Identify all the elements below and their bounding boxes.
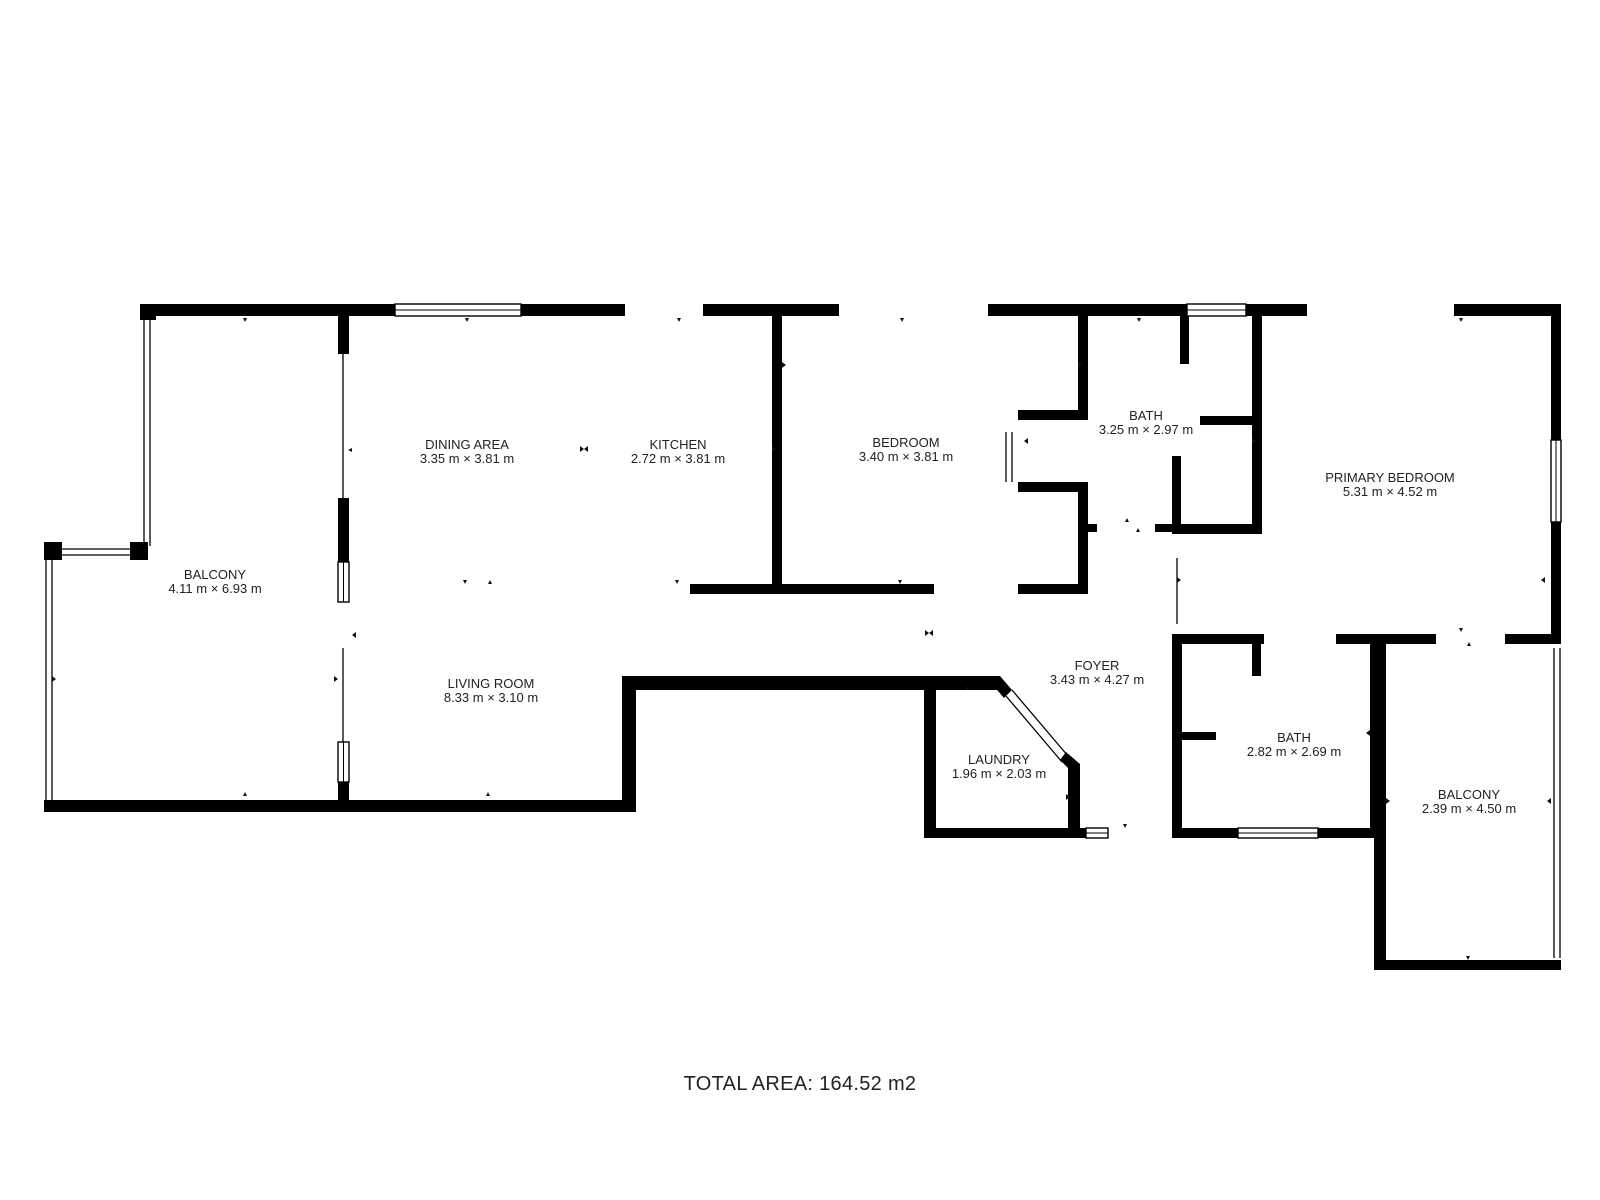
glazed-walls [45, 318, 1561, 958]
room-living-dims: 8.33 m × 3.10 m [444, 690, 538, 705]
markers [52, 318, 1551, 960]
room-primary-bedroom-name: PRIMARY BEDROOM [1325, 470, 1455, 485]
walls [44, 304, 1561, 970]
room-laundry-dims: 1.96 m × 2.03 m [952, 766, 1046, 781]
room-foyer-name: FOYER [1075, 658, 1120, 673]
room-labels: BALCONY 4.11 m × 6.93 m DINING AREA 3.35… [168, 408, 1516, 816]
windows [337, 303, 1562, 839]
room-dining-name: DINING AREA [425, 437, 509, 452]
room-primary-bedroom-dims: 5.31 m × 4.52 m [1343, 484, 1437, 499]
room-balcony-west-name: BALCONY [184, 567, 246, 582]
room-bath-north-name: BATH [1129, 408, 1163, 423]
room-bedroom-name: BEDROOM [872, 435, 939, 450]
room-balcony-west-dims: 4.11 m × 6.93 m [168, 581, 261, 596]
room-bath-south-dims: 2.82 m × 2.69 m [1247, 744, 1341, 759]
room-living-name: LIVING ROOM [448, 676, 535, 691]
room-foyer-dims: 3.43 m × 4.27 m [1050, 672, 1144, 687]
room-dining-dims: 3.35 m × 3.81 m [420, 451, 514, 466]
room-balcony-east-dims: 2.39 m × 4.50 m [1422, 801, 1516, 816]
room-balcony-east-name: BALCONY [1438, 787, 1500, 802]
room-kitchen-name: KITCHEN [649, 437, 706, 452]
room-bath-south-name: BATH [1277, 730, 1311, 745]
room-kitchen-dims: 2.72 m × 3.81 m [631, 451, 725, 466]
room-bedroom-dims: 3.40 m × 3.81 m [859, 449, 953, 464]
room-bath-north-dims: 3.25 m × 2.97 m [1099, 422, 1193, 437]
total-area: TOTAL AREA: 164.52 m2 [684, 1073, 917, 1095]
room-laundry-name: LAUNDRY [968, 752, 1030, 767]
